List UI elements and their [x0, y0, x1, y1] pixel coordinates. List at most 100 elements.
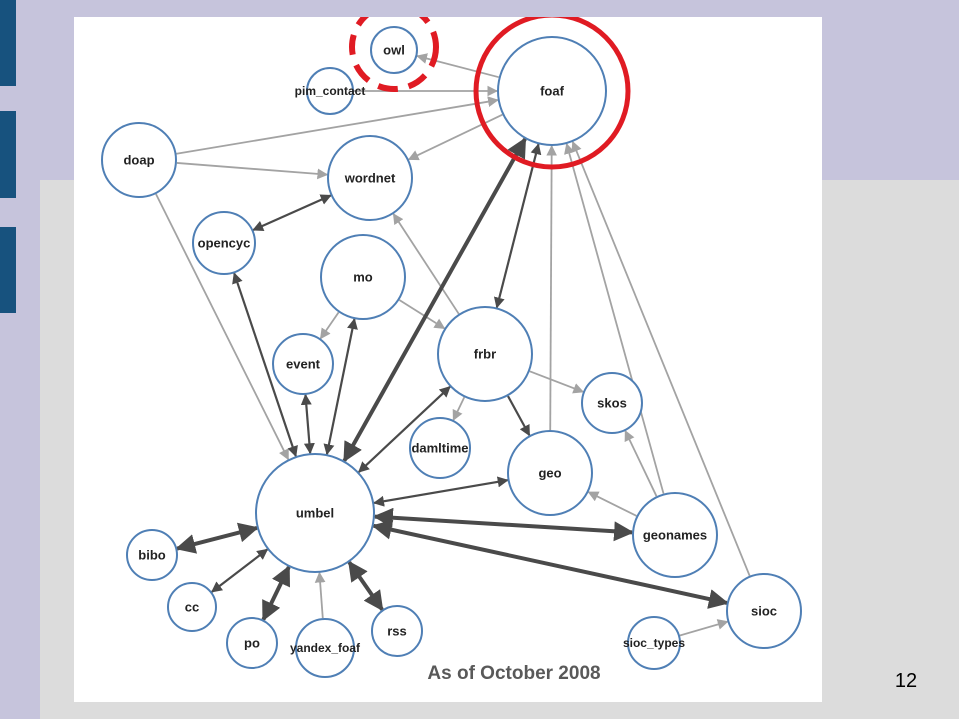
node-circle-doap	[101, 122, 177, 198]
node-label-wordnet: wordnet	[344, 171, 396, 186]
edge-geonames-foaf	[564, 142, 665, 494]
edge-doap-foaf	[176, 96, 499, 155]
node-label-umbel: umbel	[296, 506, 334, 521]
node-circle-damltime	[409, 417, 471, 479]
edge-geo-foaf	[546, 144, 558, 431]
edge-foaf-owl	[416, 53, 499, 79]
edge-yandex_foaf-umbel	[314, 571, 326, 619]
edge-rss-umbel	[347, 560, 384, 612]
edge-frbr-foaf	[493, 143, 542, 309]
edge-geonames-skos	[624, 430, 658, 497]
caption: As of October 2008	[427, 663, 600, 684]
node-rss: rss	[371, 605, 423, 657]
node-label-owl: owl	[383, 43, 405, 58]
node-umbel: umbel	[255, 453, 375, 573]
node-label-damltime: damltime	[411, 441, 468, 456]
edge-frbr-geo	[507, 395, 531, 437]
node-label-frbr: frbr	[474, 347, 496, 362]
node-bibo: bibo	[126, 529, 178, 581]
node-circle-yandex_foaf	[295, 618, 355, 678]
highlight-circle-foaf	[473, 17, 631, 170]
page-number: 12	[894, 670, 918, 692]
sidebar-block-2	[0, 111, 16, 198]
node-circle-rss	[371, 605, 423, 657]
node-label-pim_contact: pim_contact	[295, 84, 366, 98]
highlights-layer	[349, 17, 631, 170]
edge-mo-umbel	[323, 318, 358, 456]
edge-geonames-geo	[587, 491, 637, 517]
node-opencyc: opencyc	[192, 211, 256, 275]
node-label-rss: rss	[387, 624, 407, 639]
node-label-sioc_types: sioc_types	[623, 636, 685, 650]
node-doap: doap	[101, 122, 177, 198]
node-circle-frbr	[437, 306, 533, 402]
edge-foaf-wordnet	[407, 113, 503, 161]
node-circle-opencyc	[192, 211, 256, 275]
node-label-mo: mo	[353, 270, 373, 285]
node-label-sioc: sioc	[751, 604, 777, 619]
edge-opencyc-wordnet	[252, 194, 332, 231]
node-po: po	[226, 617, 278, 669]
sidebar-block-1	[0, 0, 16, 86]
node-circle-umbel	[255, 453, 375, 573]
edge-opencyc-umbel	[232, 272, 298, 458]
node-circle-skos	[581, 372, 643, 434]
edges-layer	[155, 53, 751, 637]
node-label-geonames: geonames	[643, 528, 707, 543]
node-circle-po	[226, 617, 278, 669]
node-circle-bibo	[126, 529, 178, 581]
node-circle-mo	[320, 234, 406, 320]
nodes-layer: owl pim_contact foaf doap wordnet opencyc mo fr…	[101, 26, 802, 678]
node-geonames: geonames	[632, 492, 718, 578]
edge-bibo-umbel	[175, 522, 259, 554]
node-circle-wordnet	[327, 135, 413, 221]
node-circle-cc	[167, 582, 217, 632]
edge-mo-event	[319, 311, 340, 340]
node-circle-geonames	[632, 492, 718, 578]
node-circle-event	[272, 333, 334, 395]
node-label-event: event	[286, 357, 321, 372]
edge-event-umbel	[300, 393, 315, 455]
node-circle-sioc	[726, 573, 802, 649]
node-cc: cc	[167, 582, 217, 632]
node-label-foaf: foaf	[540, 84, 565, 99]
edge-umbel-foaf	[342, 137, 527, 463]
node-owl: owl	[370, 26, 418, 74]
node-label-po: po	[244, 636, 260, 651]
sidebar-block-3	[0, 227, 16, 313]
node-label-skos: skos	[597, 396, 627, 411]
node-damltime: damltime	[409, 417, 471, 479]
node-event: event	[272, 333, 334, 395]
node-circle-sioc_types	[627, 616, 681, 670]
edge-doap-wordnet	[176, 162, 329, 180]
node-yandex_foaf: yandex_foaf	[290, 618, 361, 678]
node-label-geo: geo	[538, 466, 561, 481]
vocabulary-graph: owl pim_contact foaf doap wordnet opencyc mo fr…	[101, 17, 802, 684]
vocabulary-graph-image: owl pim_contact foaf doap wordnet opencyc mo fr…	[74, 17, 822, 702]
node-circle-geo	[507, 430, 593, 516]
node-pim_contact: pim_contact	[295, 67, 366, 115]
node-mo: mo	[320, 234, 406, 320]
node-label-opencyc: opencyc	[198, 236, 251, 251]
node-label-cc: cc	[185, 600, 199, 615]
edge-frbr-damltime	[452, 396, 466, 422]
highlight-circle-owl	[349, 17, 439, 92]
edge-umbel-geo	[373, 476, 509, 507]
edge-frbr-skos	[529, 370, 585, 394]
node-sioc_types: sioc_types	[623, 616, 685, 670]
edge-umbel-sioc	[371, 519, 729, 609]
edge-sioc-foaf	[571, 140, 751, 577]
edge-sioc_types-sioc	[679, 619, 729, 637]
node-skos: skos	[581, 372, 643, 434]
node-label-yandex_foaf: yandex_foaf	[290, 641, 361, 655]
node-circle-foaf	[497, 36, 607, 146]
edge-po-umbel	[261, 565, 291, 622]
node-circle-pim_contact	[306, 67, 354, 115]
node-frbr: frbr	[437, 306, 533, 402]
node-wordnet: wordnet	[327, 135, 413, 221]
node-label-bibo: bibo	[138, 548, 165, 563]
node-circle-owl	[370, 26, 418, 74]
node-foaf: foaf	[497, 36, 607, 146]
edge-umbel-geonames	[372, 507, 635, 542]
edge-cc-umbel	[210, 548, 269, 593]
